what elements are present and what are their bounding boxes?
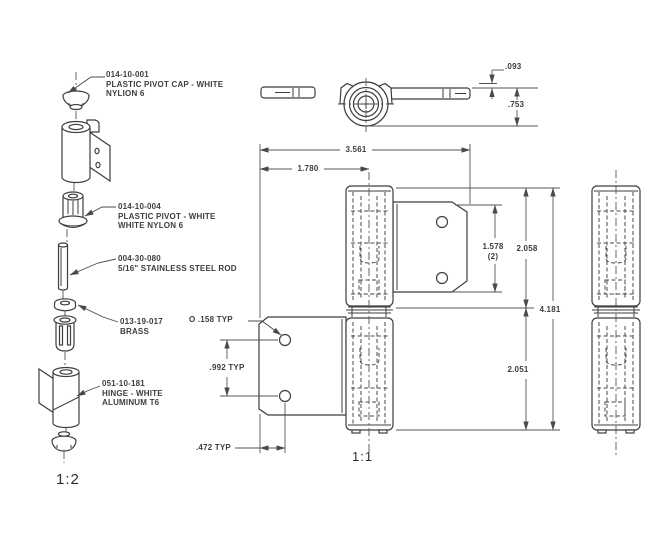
plastic-pivot (58, 191, 88, 228)
front-lower-leaf (258, 316, 347, 416)
part-description-line: 5/16" STAINLESS STEEL ROD (118, 263, 237, 273)
dim-label-depth: .753 (505, 100, 527, 110)
dim-label-hole-pitch: .992 TYP (207, 363, 247, 373)
front-upper-barrel (345, 185, 394, 307)
part-number: 004-30-080 (118, 254, 161, 263)
dim-label-hole-edge: .472 TYP (196, 443, 231, 452)
brass-insert (53, 315, 77, 352)
washer (53, 298, 77, 312)
front-lower-leaf-hole (278, 333, 292, 347)
dim-label-hole-diameter: O .158 TYP (189, 315, 233, 324)
front-view-dimensions (220, 144, 560, 453)
steel-rod (57, 242, 69, 291)
front-view (258, 172, 468, 458)
part-leader-lines (67, 76, 119, 397)
top-view (260, 69, 538, 132)
pivot-cap-bottom (51, 431, 77, 452)
part-callout-steel-rod: 004-30-080 5/16" STAINLESS STEEL ROD (118, 254, 237, 273)
dim-label-upper-height: 2.058 (514, 244, 540, 254)
part-description-line: NYLION 6 (106, 89, 145, 98)
front-barrel-neck (346, 306, 393, 317)
part-callout-pivot-cap: 014-10-001 PLASTIC PIVOT CAP - WHITE NYL… (106, 70, 223, 99)
scale-label-front: 1:1 (352, 449, 374, 464)
part-description-line: PLASTIC PIVOT CAP - WHITE (106, 79, 224, 89)
top-view-dimensions (368, 69, 538, 127)
dim-label-total-height: 4.181 (537, 305, 563, 315)
upper-hinge-half (61, 119, 111, 184)
pivot-cap-top (62, 90, 90, 111)
part-number: 013-19-017 (120, 317, 163, 326)
front-upper-leaf-hole (435, 215, 449, 229)
front-lower-barrel-hidden-lines (351, 322, 388, 426)
part-number: 014-10-004 (118, 202, 161, 211)
front-upper-barrel-hidden-lines (351, 192, 388, 302)
part-description-line: ALUMINUM T6 (102, 398, 160, 407)
part-callout-brass: 013-19-017 BRASS (120, 317, 163, 336)
part-description-line: PLASTIC PIVOT - WHITE (118, 211, 216, 221)
dim-label-leaf-width: 1.780 (295, 164, 321, 174)
part-callout-hinge: 051-10-181 HINGE - WHITE ALUMINUM T6 (102, 379, 163, 408)
dim-label-total-width: 3.561 (343, 145, 369, 155)
front-upper-leaf (392, 201, 468, 293)
front-upper-leaf-hole (435, 271, 449, 285)
part-description-line: BRASS (120, 326, 150, 336)
part-description-line: HINGE - WHITE (102, 388, 163, 398)
part-callout-plastic-pivot: 014-10-004 PLASTIC PIVOT - WHITE WHITE N… (118, 202, 216, 231)
part-description-line: WHITE NYLON 6 (118, 221, 184, 230)
dim-label-cap-offset: .093 (505, 62, 522, 71)
side-view (591, 170, 641, 458)
dim-label-lower-height: 2.051 (505, 365, 531, 375)
lower-hinge-half (38, 366, 80, 429)
scale-label-exploded: 1:2 (56, 471, 80, 488)
part-number: 051-10-181 (102, 379, 145, 388)
front-lower-barrel (345, 317, 394, 431)
part-number: 014-10-001 (106, 70, 149, 79)
side-barrel-hidden-lines (597, 192, 635, 426)
exploded-centerline (62, 72, 77, 463)
exploded-view (38, 72, 119, 463)
front-lower-leaf-hole (278, 389, 292, 403)
dim-label-hole-span-qty: (2) (485, 252, 501, 262)
dim-label-hole-span: 1.578 (480, 242, 506, 252)
